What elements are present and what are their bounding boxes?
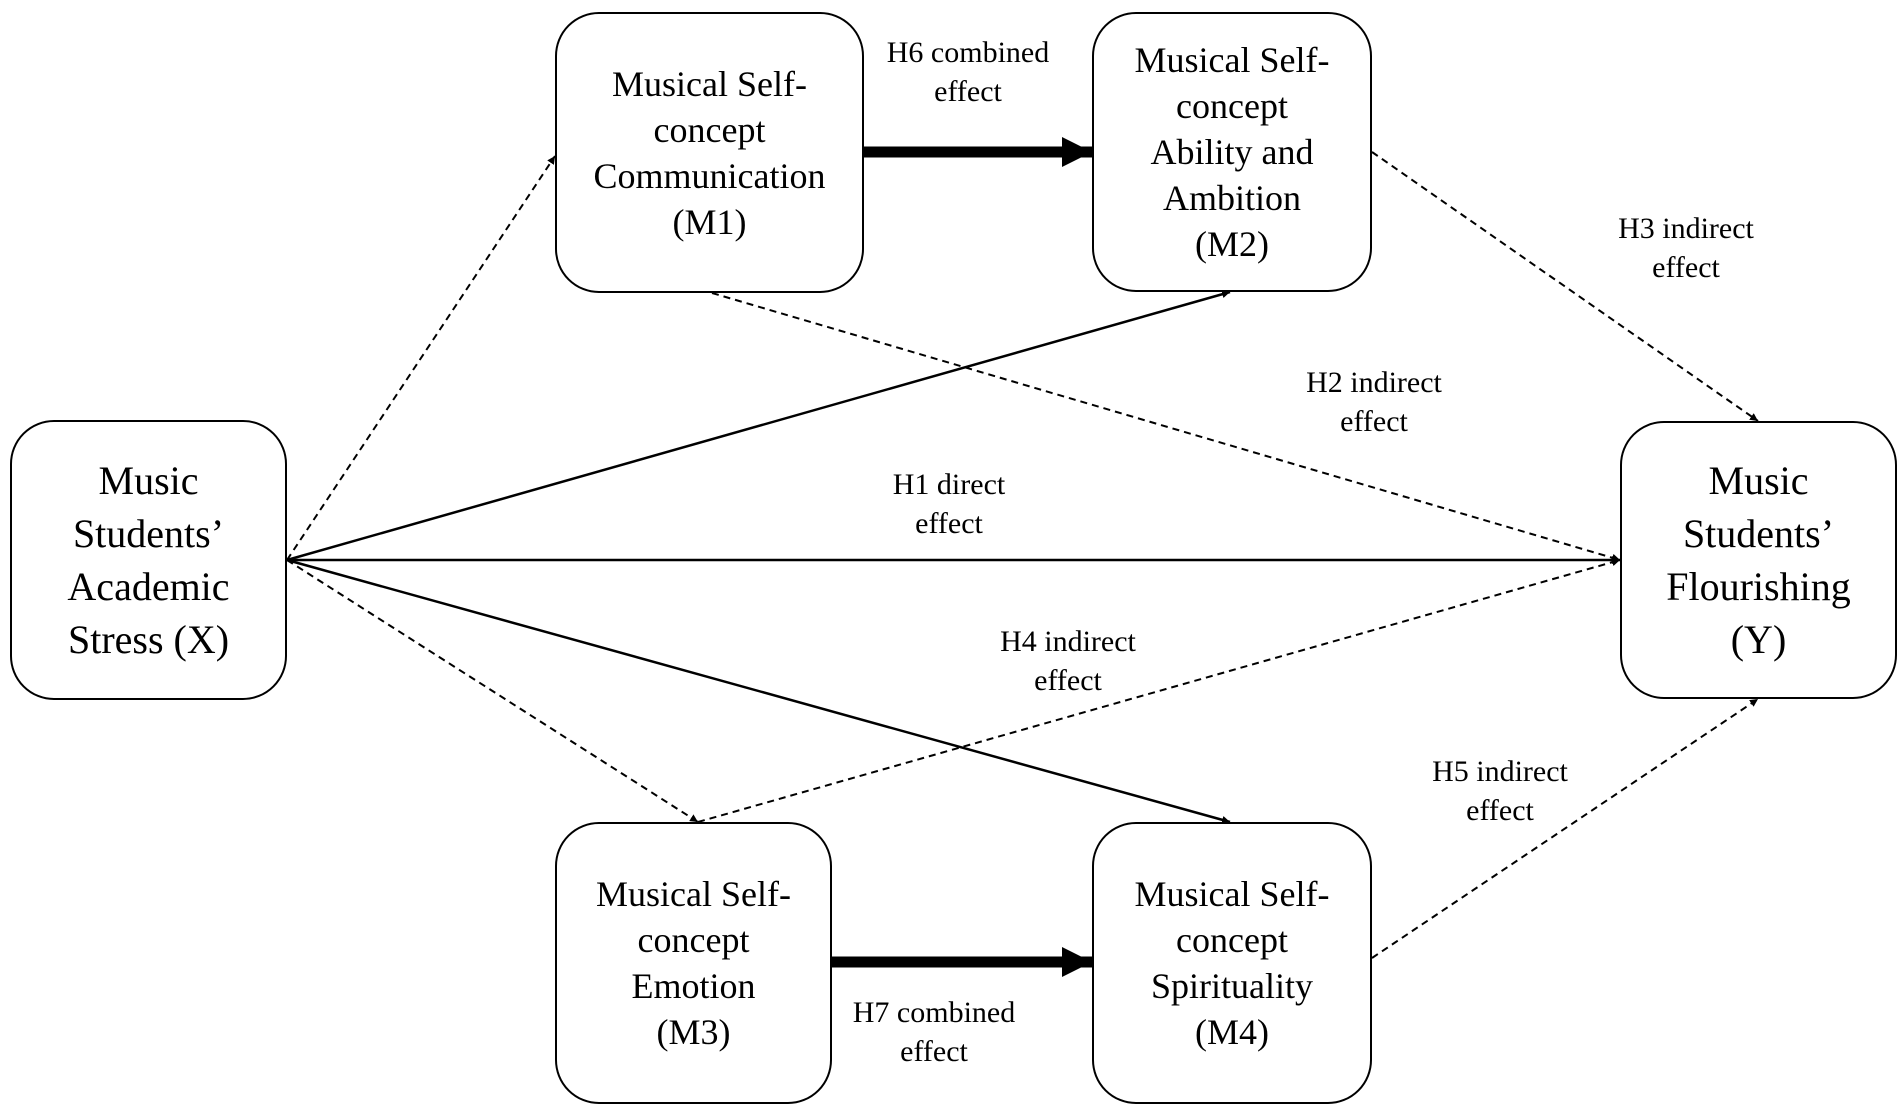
node-m3-line-2: concept <box>637 920 750 960</box>
node-m4-spirituality: Musical Self- concept Spirituality (M4) <box>1092 822 1372 1104</box>
node-m1-line-3: Communication <box>593 155 826 196</box>
node-academic-stress-x: Music Students’ Academic Stress (X) <box>10 420 287 700</box>
node-m2-line-4: Ambition <box>1162 178 1301 218</box>
node-m3-emotion: Musical Self- concept Emotion (M3) <box>555 822 832 1104</box>
node-m4-line-4: (M4) <box>1195 1012 1269 1052</box>
arrow-x-to-m4 <box>286 558 1231 824</box>
node-m1-line-2: concept <box>653 109 766 150</box>
edge-label-h3: H3 indirect effect <box>1618 209 1754 287</box>
node-m4-line-1: Musical Self- <box>1134 874 1330 914</box>
arrow-m4-to-y <box>1371 698 1759 959</box>
edge-label-h5: H5 indirect effect <box>1432 752 1568 830</box>
edge-h6-line-1: H6 combined <box>886 36 1050 69</box>
edge-h3-line-1: H3 indirect <box>1618 212 1754 245</box>
edge-h6-line-2: effect <box>934 75 1002 108</box>
edge-label-h4: H4 indirect effect <box>1000 622 1136 700</box>
edge-h5-line-1: H5 indirect <box>1432 755 1568 788</box>
arrow-x-to-m2 <box>286 290 1231 562</box>
arrow-m3-to-y <box>697 558 1621 823</box>
node-m3-line-3: Emotion <box>631 966 756 1006</box>
node-m2-line-3: Ability and <box>1150 132 1314 172</box>
edge-h1-line-2: effect <box>915 507 983 540</box>
node-m3-line-4: (M3) <box>656 1012 731 1052</box>
edge-h3-line-2: effect <box>1652 251 1720 284</box>
node-x-line-2: Students’ <box>72 511 225 556</box>
edge-h7-line-2: effect <box>900 1035 968 1068</box>
node-flourishing-y: Music Students’ Flourishing (Y) <box>1620 421 1897 699</box>
node-y-line-4: (Y) <box>1730 617 1787 662</box>
node-m4-line-2: concept <box>1176 920 1288 960</box>
edge-label-h1: H1 direct effect <box>893 465 1005 543</box>
node-x-line-3: Academic <box>67 564 230 609</box>
node-m3-line-1: Musical Self- <box>596 874 791 914</box>
edge-h4-line-1: H4 indirect <box>1000 625 1136 658</box>
node-m2-ability-ambition: Musical Self- concept Ability and Ambiti… <box>1092 12 1372 292</box>
edge-label-h6: H6 combined effect <box>887 33 1049 111</box>
node-m1-line-1: Musical Self- <box>612 63 807 104</box>
edge-label-h2: H2 indirect effect <box>1306 363 1442 441</box>
edge-h4-line-2: effect <box>1034 664 1102 697</box>
edge-h1-line-1: H1 direct <box>892 468 1006 501</box>
edge-h7-line-1: H7 combined <box>852 996 1016 1029</box>
edge-h2-line-1: H2 indirect <box>1306 366 1442 399</box>
node-m1-line-4: (M1) <box>672 201 747 242</box>
edge-h5-line-2: effect <box>1466 794 1534 827</box>
edge-h2-line-2: effect <box>1340 405 1408 438</box>
edge-label-h7: H7 combined effect <box>853 993 1015 1071</box>
arrow-m2-to-y <box>1371 151 1759 422</box>
node-y-line-2: Students’ <box>1682 511 1835 556</box>
node-y-line-3: Flourishing <box>1666 564 1851 609</box>
arrow-m1-to-y <box>711 292 1621 562</box>
node-m2-line-2: concept <box>1176 86 1288 126</box>
node-m2-line-1: Musical Self- <box>1134 40 1330 80</box>
node-y-line-1: Music <box>1708 458 1809 503</box>
node-m1-communication: Musical Self- concept Communication (M1) <box>555 12 864 293</box>
node-x-line-1: Music <box>98 458 199 503</box>
node-m4-line-3: Spirituality <box>1151 966 1313 1006</box>
node-x-line-4: Stress (X) <box>67 617 230 662</box>
arrow-x-to-m1 <box>286 155 556 561</box>
arrow-x-to-m3 <box>286 559 699 823</box>
node-m2-line-5: (M2) <box>1195 224 1269 264</box>
